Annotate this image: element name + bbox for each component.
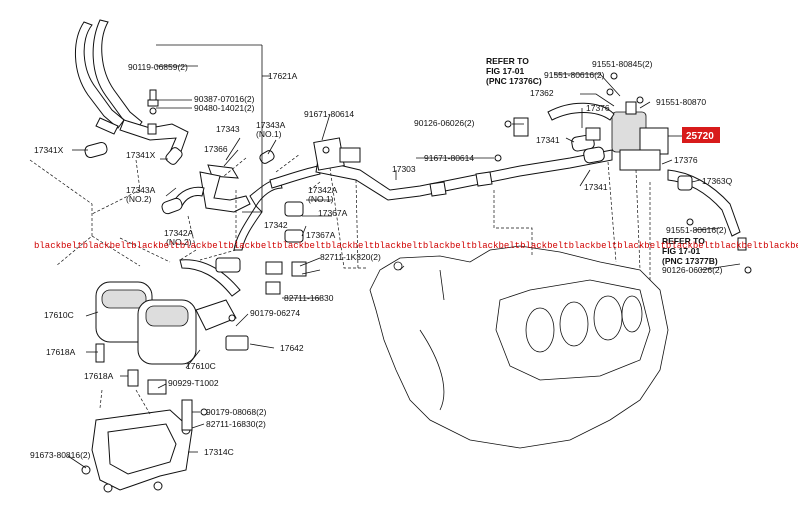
refer-note-1-line2: FIG 17-01 xyxy=(486,66,525,76)
label-82711-16830-b: 82711-16830(2) xyxy=(206,419,266,429)
label-17342a-1: 17342A xyxy=(308,185,338,195)
label-17376-a: 17376 xyxy=(586,103,610,113)
label-no1-b: (NO.1) xyxy=(308,194,334,204)
pump-bracket xyxy=(81,399,193,493)
label-82711-16830-a: 82711-16830 xyxy=(284,293,334,303)
label-17342: 17342 xyxy=(264,220,288,230)
label-90480: 90480-14021(2) xyxy=(194,103,255,113)
label-90387: 90387-07016(2) xyxy=(194,94,255,104)
refer-note-2-line1: REFER TO xyxy=(662,236,705,246)
label-17341-b: 17341 xyxy=(584,182,608,192)
middle-hoses xyxy=(161,150,321,251)
label-17621a: 17621A xyxy=(268,71,298,81)
label-17363q: 17363Q xyxy=(702,176,733,186)
label-82711-1k320: 82711-1K320(2) xyxy=(320,252,381,262)
label-17341x-a: 17341X xyxy=(34,145,64,155)
label-91671-b: 91671-80614 xyxy=(424,153,474,163)
air-switching-valve xyxy=(513,101,747,251)
label-17342a-2: 17342A xyxy=(164,228,194,238)
label-91551-80616-a: 91551-80616(2) xyxy=(544,70,605,80)
label-17610c-a: 17610C xyxy=(44,310,74,320)
label-17367a-1: 17367A xyxy=(318,208,348,218)
label-no2-b: (NO.2) xyxy=(166,237,192,247)
label-no1-a: (NO.1) xyxy=(256,129,282,139)
label-17341-a: 17341 xyxy=(536,135,560,145)
leader-lines xyxy=(67,44,741,469)
label-17343a-2: 17343A xyxy=(126,185,156,195)
label-90179-08068: 90179-08068(2) xyxy=(206,407,267,417)
part-labels: 17621A 90119-06859(2) 90387-07016(2) 904… xyxy=(30,59,733,460)
label-17314c: 17314C xyxy=(204,447,234,457)
refer-note-2: REFER TO FIG 17-01 (PNC 17377B) xyxy=(662,236,718,266)
label-91551-80616-b: 91551-80616(2) xyxy=(666,225,727,235)
label-17362: 17362 xyxy=(530,88,554,98)
highlight-label: 25720 xyxy=(686,131,714,142)
label-17367a-2: 17367A xyxy=(306,230,336,240)
engine-outline xyxy=(369,245,669,449)
fasteners xyxy=(200,72,752,416)
dashed-leaders xyxy=(29,153,651,415)
label-17610c-b: 17610C xyxy=(186,361,216,371)
label-17618a-a: 17618A xyxy=(46,347,76,357)
air-pumps xyxy=(95,257,307,395)
label-90126-a: 90126-06026(2) xyxy=(414,118,475,128)
label-90179-06274: 90179-06274 xyxy=(250,308,300,318)
refer-note-1: REFER TO FIG 17-01 (PNC 17376C) xyxy=(486,56,542,86)
refer-note-2-line3: (PNC 17377B) xyxy=(662,256,718,266)
label-91551-80870: 91551-80870 xyxy=(656,97,706,107)
label-17642: 17642 xyxy=(280,343,304,353)
watermark-text: blackbeltblackbeltblackbeltblackbeltblac… xyxy=(34,241,798,251)
refer-note-1-line3: (PNC 17376C) xyxy=(486,76,542,86)
label-91551-80845: 91551-80845(2) xyxy=(592,59,653,69)
label-17341x-b: 17341X xyxy=(126,150,156,160)
label-17343: 17343 xyxy=(216,124,240,134)
label-no2-a: (NO.2) xyxy=(126,194,152,204)
air-hose-assembly xyxy=(75,19,189,165)
label-17303: 17303 xyxy=(392,164,416,174)
label-90126-b: 90126-06026(2) xyxy=(662,265,723,275)
highlighted-part-25720[interactable]: 25720 xyxy=(668,127,720,143)
label-17343a-1: 17343A xyxy=(256,120,286,130)
label-17366: 17366 xyxy=(204,144,228,154)
air-tube xyxy=(313,137,613,201)
highlight-box xyxy=(682,127,720,143)
refer-note-1-line1: REFER TO xyxy=(486,56,529,66)
label-91673: 91673-80816(2) xyxy=(30,450,91,460)
label-17376-b: 17376 xyxy=(674,155,698,165)
refer-note-2-line2: FIG 17-01 xyxy=(662,246,701,256)
label-17618a-b: 17618A xyxy=(84,371,114,381)
label-90119: 90119-06859(2) xyxy=(128,62,188,72)
label-91671-a: 91671-80614 xyxy=(304,109,354,119)
label-90929: 90929-T1002 xyxy=(168,378,219,388)
